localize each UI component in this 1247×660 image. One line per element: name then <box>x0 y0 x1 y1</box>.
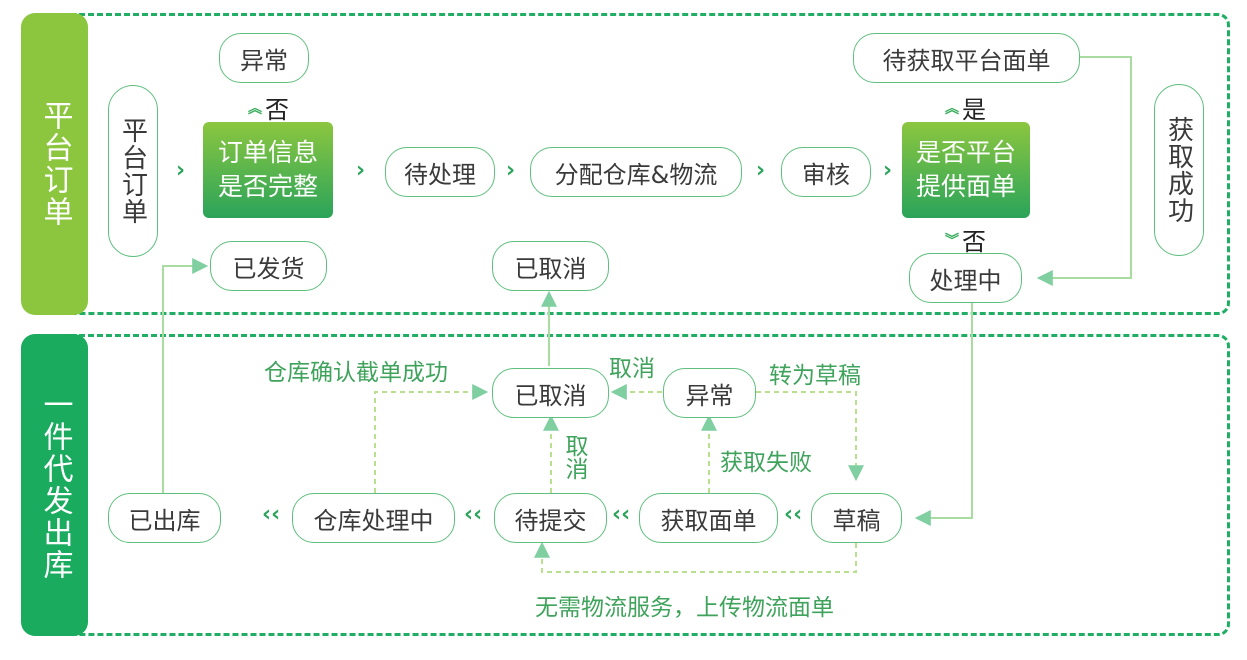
label-no-logistics-text: 无需物流服务，上传物流面单 <box>535 595 834 621</box>
node-draft[interactable]: 草稿 <box>811 493 902 543</box>
decision-order-complete-line1: 订单信息 <box>217 138 318 167</box>
node-pending[interactable]: 待处理 <box>385 147 495 197</box>
node-awaiting-waybill[interactable]: 待获取平台面单 <box>853 33 1080 83</box>
arrow-left-icon: ‹‹ <box>784 502 803 527</box>
node-review-text: 审核 <box>802 160 850 189</box>
connector-awaiting-to-processing <box>1036 56 1132 286</box>
arrow-right-icon: › <box>176 158 186 183</box>
platform-lane-label: 平台订单 <box>21 13 88 315</box>
node-exception-top-text: 异常 <box>240 46 288 75</box>
label-no-logistics: 无需物流服务，上传物流面单 <box>535 588 834 622</box>
connector-draft-to-pending <box>534 541 857 573</box>
node-cancelled-dropship-text: 已取消 <box>514 381 587 410</box>
dropship-lane-frame <box>70 334 1230 636</box>
node-exception-dropship[interactable]: 异常 <box>663 368 756 418</box>
arrow-right-icon: › <box>756 158 766 183</box>
arrow-left-icon: ‹‹ <box>262 502 281 527</box>
node-cancelled-platform-text: 已取消 <box>514 254 587 283</box>
node-awaiting-waybill-text: 待获取平台面单 <box>882 46 1051 75</box>
arrow-right-icon: › <box>883 158 893 183</box>
node-fetch-success[interactable]: 获取成功 <box>1154 84 1204 256</box>
arrow-right-icon: › <box>506 158 516 183</box>
node-shipped-text: 已发货 <box>232 254 305 283</box>
arrow-right-icon: › <box>356 158 366 183</box>
node-fetch-success-text: 获取成功 <box>1163 116 1194 224</box>
label-cancel-horizontal-text: 取消 <box>609 356 655 382</box>
platform-lane-title: 平台订单 <box>37 100 73 228</box>
node-get-waybill[interactable]: 获取面单 <box>639 493 778 543</box>
dropship-lane-label: 一件代发出库 <box>21 334 88 636</box>
label-no-exception-text: 否 <box>265 96 289 124</box>
label-to-draft: 转为草稿 <box>769 356 861 390</box>
label-no: ︾ 否 <box>945 222 986 257</box>
node-pending-submit[interactable]: 待提交 <box>494 493 607 543</box>
node-platform-order-text: 平台订单 <box>117 117 148 225</box>
decision-platform-waybill[interactable]: 是否平台 提供面单 <box>902 122 1030 218</box>
node-warehouse-processing[interactable]: 仓库处理中 <box>292 493 455 543</box>
label-cancel-vertical-text: 取消 <box>561 434 587 480</box>
dropship-lane-title: 一件代发出库 <box>37 389 73 581</box>
label-fetch-fail-text: 获取失败 <box>720 450 812 476</box>
decision-order-complete-line2: 是否完整 <box>217 172 318 201</box>
node-shipped[interactable]: 已发货 <box>210 241 327 291</box>
node-outbound-text: 已出库 <box>128 506 201 535</box>
node-review[interactable]: 审核 <box>781 147 871 197</box>
node-pending-text: 待处理 <box>404 160 476 189</box>
decision-order-complete[interactable]: 订单信息 是否完整 <box>203 122 333 218</box>
label-no-exception: ︽ 否 <box>248 90 289 125</box>
arrow-left-icon: ‹‹ <box>464 502 483 527</box>
node-cancelled-dropship[interactable]: 已取消 <box>492 368 609 418</box>
chevron-up-icon: ︽ <box>248 100 262 117</box>
connector-warehouse-to-cancel <box>374 384 489 493</box>
node-pending-submit-text: 待提交 <box>514 506 587 535</box>
label-no-text: 否 <box>962 228 986 256</box>
platform-lane-frame <box>70 13 1230 315</box>
node-assign-warehouse[interactable]: 分配仓库&物流 <box>530 147 742 197</box>
label-warehouse-intercept: 仓库确认截单成功 <box>264 353 448 387</box>
connector-processing-to-draft <box>914 302 973 526</box>
chevron-up-icon: ︽ <box>945 100 959 117</box>
label-warehouse-intercept-text: 仓库确认截单成功 <box>264 360 448 386</box>
connector-outbound-to-shipped <box>162 258 209 495</box>
connector-exception-to-draft <box>756 391 864 482</box>
node-warehouse-processing-text: 仓库处理中 <box>313 506 434 535</box>
node-get-waybill-text: 获取面单 <box>660 506 757 535</box>
label-fetch-fail: 获取失败 <box>720 443 812 477</box>
node-assign-warehouse-text: 分配仓库&物流 <box>554 160 718 189</box>
node-exception-top[interactable]: 异常 <box>219 33 309 83</box>
node-processing[interactable]: 处理中 <box>909 253 1022 303</box>
chevron-down-icon: ︾ <box>945 232 959 249</box>
label-to-draft-text: 转为草稿 <box>769 363 861 389</box>
decision-platform-waybill-line2: 提供面单 <box>915 172 1016 201</box>
label-cancel-vertical: 取消 <box>561 434 587 480</box>
node-cancelled-platform[interactable]: 已取消 <box>492 241 609 291</box>
node-outbound[interactable]: 已出库 <box>108 493 221 543</box>
label-yes-text: 是 <box>962 96 986 124</box>
decision-platform-waybill-line1: 是否平台 <box>915 138 1016 167</box>
label-yes: ︽ 是 <box>945 90 986 125</box>
node-platform-order[interactable]: 平台订单 <box>108 85 158 257</box>
node-exception-dropship-text: 异常 <box>685 381 734 410</box>
node-draft-text: 草稿 <box>832 506 881 535</box>
arrow-left-icon: ‹‹ <box>612 502 631 527</box>
label-cancel-horizontal: 取消 <box>609 349 655 383</box>
node-processing-text: 处理中 <box>929 266 1002 295</box>
